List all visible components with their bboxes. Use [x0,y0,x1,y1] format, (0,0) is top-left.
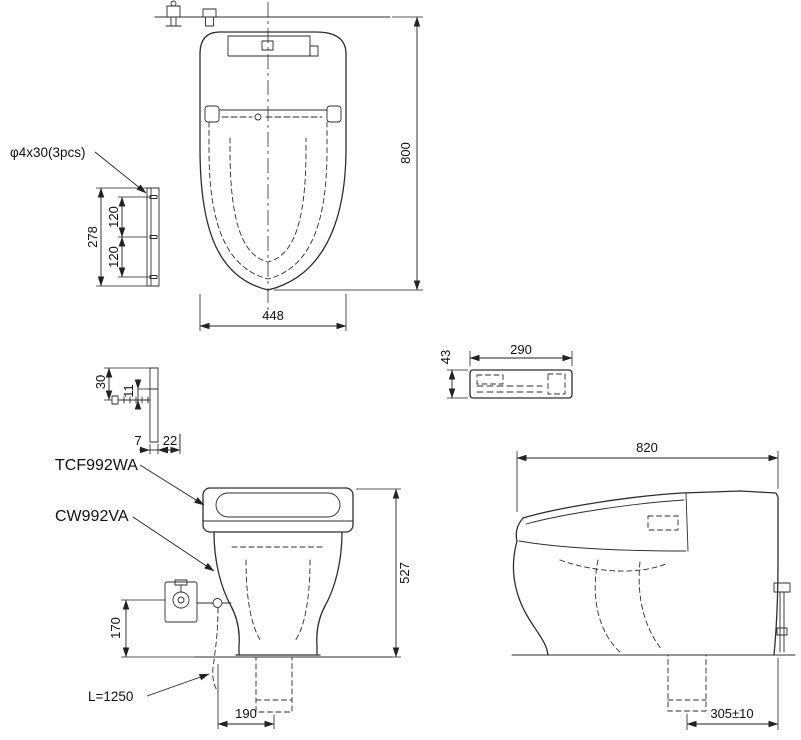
dim-190: 190 [217,664,275,729]
supply-fitting-top [165,0,182,27]
drain-pipe-side [667,654,707,712]
dim-120-lower: 120 [106,236,126,278]
dim-label-7: 7 [134,433,141,448]
dim-label-278: 278 [85,226,100,248]
dim-22: 22 [157,433,181,454]
screw-note-label: φ4x30(3pcs) [10,145,86,160]
drain-pipe-front [255,656,293,713]
screw-callout: φ4x30(3pcs) [10,145,147,194]
dim-label-11: 11 [121,384,136,398]
front-view [164,487,393,713]
water-supply-valve [164,579,232,693]
dim-820: 820 [516,440,779,512]
washlet-front-outline [202,487,354,533]
dim-30: 30 [93,367,150,401]
washlet-model-label: TCF992WA [55,457,138,474]
toilet-top-outline [199,31,347,291]
seat-hinge-band [204,105,342,123]
dim-label-120-upper: 120 [106,206,121,228]
hose-callout: L=1250 [88,673,210,704]
dim-label-527: 527 [397,562,412,584]
dim-800: 800 [274,16,423,291]
dim-170: 170 [108,599,195,658]
dim-label-43: 43 [438,350,453,364]
dim-43: 43 [438,350,468,399]
dim-label-800: 800 [398,142,413,164]
dim-448: 448 [199,294,347,331]
bracket-front-view [146,187,160,287]
top-view [154,0,391,316]
hidden-bowl-contour [229,137,307,263]
dim-527: 527 [356,488,412,658]
hidden-seat-contour [208,121,328,280]
remote-view [469,369,573,399]
dim-label-120-lower: 120 [106,246,121,268]
dim-label-820: 820 [636,440,658,455]
rear-supply-detail [773,582,791,653]
supply-hose [212,607,219,693]
toilet-side-outline [522,490,779,656]
model-callout-washlet: TCF992WA [55,457,205,506]
dim-label-170: 170 [108,617,123,639]
dim-11: 11 [121,379,150,410]
model-callout-bowl: CW992VA [55,508,215,572]
dim-label-190: 190 [235,706,257,721]
bracket-screw-top [202,8,217,27]
bowl-front-outline [213,531,240,656]
dim-305: 305±10 [686,658,779,730]
dim-label-22: 22 [163,433,177,448]
control-panel-top [227,35,319,57]
dim-label-448: 448 [262,308,284,323]
hose-note-label: L=1250 [88,689,133,704]
dim-290: 290 [469,342,573,366]
dim-label-290: 290 [510,342,532,357]
side-view [511,490,796,712]
dim-label-30: 30 [93,375,108,389]
dim-label-305: 305±10 [710,706,753,721]
bowl-model-label: CW992VA [55,508,129,525]
